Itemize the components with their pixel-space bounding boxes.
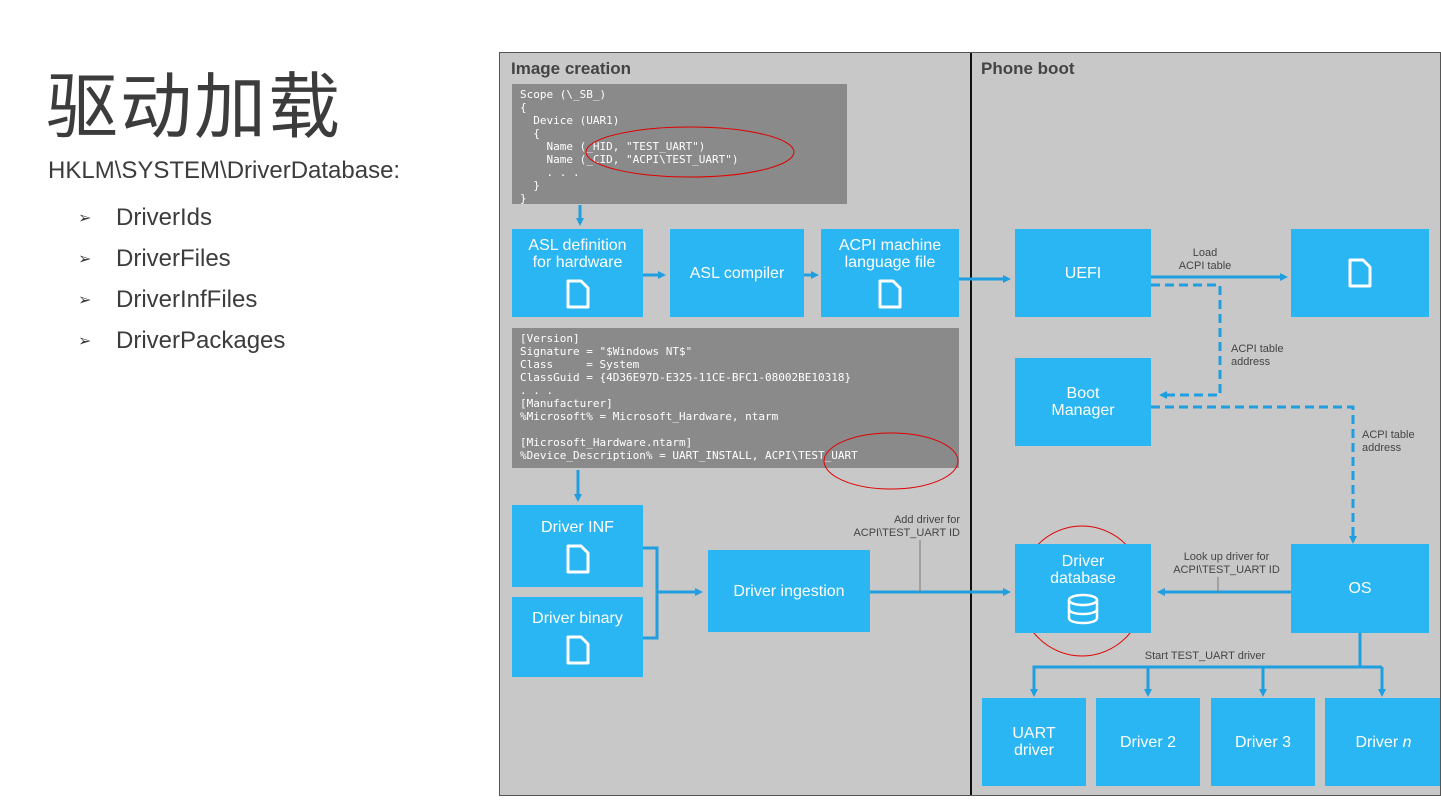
- document-icon: [566, 544, 589, 573]
- bullet-label: DriverFiles: [116, 244, 231, 272]
- bullet-item: ➢ DriverFiles: [78, 238, 285, 279]
- add-driver-label: Add driver for ACPI\TEST_UART ID: [853, 514, 960, 539]
- bullet-label: DriverIds: [116, 203, 213, 231]
- acpi-file-box: ACPI machine language file: [821, 229, 959, 317]
- document-icon: [1348, 258, 1372, 288]
- driver2-box: Driver 2: [1096, 698, 1200, 786]
- uefi-box: UEFI: [1015, 229, 1151, 317]
- acpi-table-box: [1291, 229, 1429, 317]
- acpi-address-label-2: ACPI table address: [1362, 429, 1415, 454]
- document-icon: [566, 279, 589, 309]
- driver-loading-diagram: Image creation Phone boot Scope (\_SB_) …: [499, 52, 1441, 796]
- registry-path: HKLM\SYSTEM\DriverDatabase:: [48, 157, 401, 184]
- drivern-suffix: n: [1402, 733, 1412, 751]
- drivern-box: Driver n: [1325, 698, 1440, 786]
- acpi-address-label-1: ACPI table address: [1231, 343, 1284, 368]
- connector-lines: [574, 126, 1386, 697]
- document-icon: [566, 635, 589, 664]
- driver-database-label: Driver database: [1050, 552, 1116, 587]
- driver2-label: Driver 2: [1119, 733, 1176, 751]
- start-driver-label: Start TEST_UART driver: [1144, 650, 1266, 662]
- driver3-label: Driver 3: [1234, 733, 1291, 751]
- uart-driver-label: UART driver: [1012, 725, 1056, 759]
- driver-binary-label: Driver binary: [532, 609, 623, 627]
- os-box: OS: [1291, 544, 1429, 633]
- section-image-creation: Image creation: [511, 59, 631, 78]
- uefi-label: UEFI: [1064, 264, 1102, 282]
- asl-compiler-label: ASL compiler: [689, 264, 785, 282]
- lookup-driver-label: Look up driver for ACPI\TEST_UART ID: [1173, 551, 1280, 576]
- os-label: OS: [1348, 580, 1372, 597]
- arrow-bullet-icon: ➢: [78, 250, 92, 268]
- drivern-prefix: Driver: [1355, 733, 1403, 751]
- bullet-item: ➢ DriverInfFiles: [78, 279, 285, 320]
- bullet-list: ➢DriverIds ➢DriverFiles ➢DriverInfFiles …: [78, 197, 285, 361]
- drivern-label: Driver n: [1355, 734, 1411, 751]
- bullet-label: DriverInfFiles: [116, 285, 258, 313]
- database-icon: [1067, 593, 1099, 624]
- driver-ingestion-box: Driver ingestion: [708, 550, 870, 632]
- document-icon: [878, 279, 902, 309]
- uart-driver-box: UART driver: [982, 698, 1086, 786]
- bullet-label: DriverPackages: [116, 326, 286, 354]
- asl-definition-label: ASL definition for hardware: [528, 237, 627, 271]
- boot-manager-label: Boot Manager: [1051, 385, 1115, 419]
- section-divider: [970, 53, 972, 795]
- driver-inf-label: Driver INF: [541, 518, 614, 536]
- asl-code-block: Scope (\_SB_) { Device (UAR1) { Name (_H…: [512, 84, 847, 205]
- asl-definition-box: ASL definition for hardware: [512, 229, 643, 317]
- arrow-bullet-icon: ➢: [78, 209, 92, 227]
- acpi-file-label: ACPI machine language file: [838, 237, 942, 271]
- driver-binary-box: Driver binary: [512, 597, 643, 677]
- driver3-box: Driver 3: [1211, 698, 1315, 786]
- bullet-item: ➢ DriverPackages: [78, 320, 285, 361]
- arrow-bullet-icon: ➢: [78, 332, 92, 350]
- driver-database-box: Driver database: [1015, 544, 1151, 633]
- section-phone-boot: Phone boot: [981, 59, 1075, 78]
- bullet-item: ➢ DriverIds: [78, 197, 285, 238]
- driver-ingestion-label: Driver ingestion: [733, 582, 845, 600]
- page-title: 驱动加载: [46, 65, 343, 149]
- driver-inf-box: Driver INF: [512, 505, 643, 587]
- load-acpi-label: Load ACPI table: [1178, 247, 1232, 272]
- inf-code-block: [Version] Signature = "$Windows NT$" Cla…: [512, 328, 959, 468]
- arrow-bullet-icon: ➢: [78, 291, 92, 309]
- asl-compiler-box: ASL compiler: [670, 229, 804, 317]
- boot-manager-box: Boot Manager: [1015, 358, 1151, 446]
